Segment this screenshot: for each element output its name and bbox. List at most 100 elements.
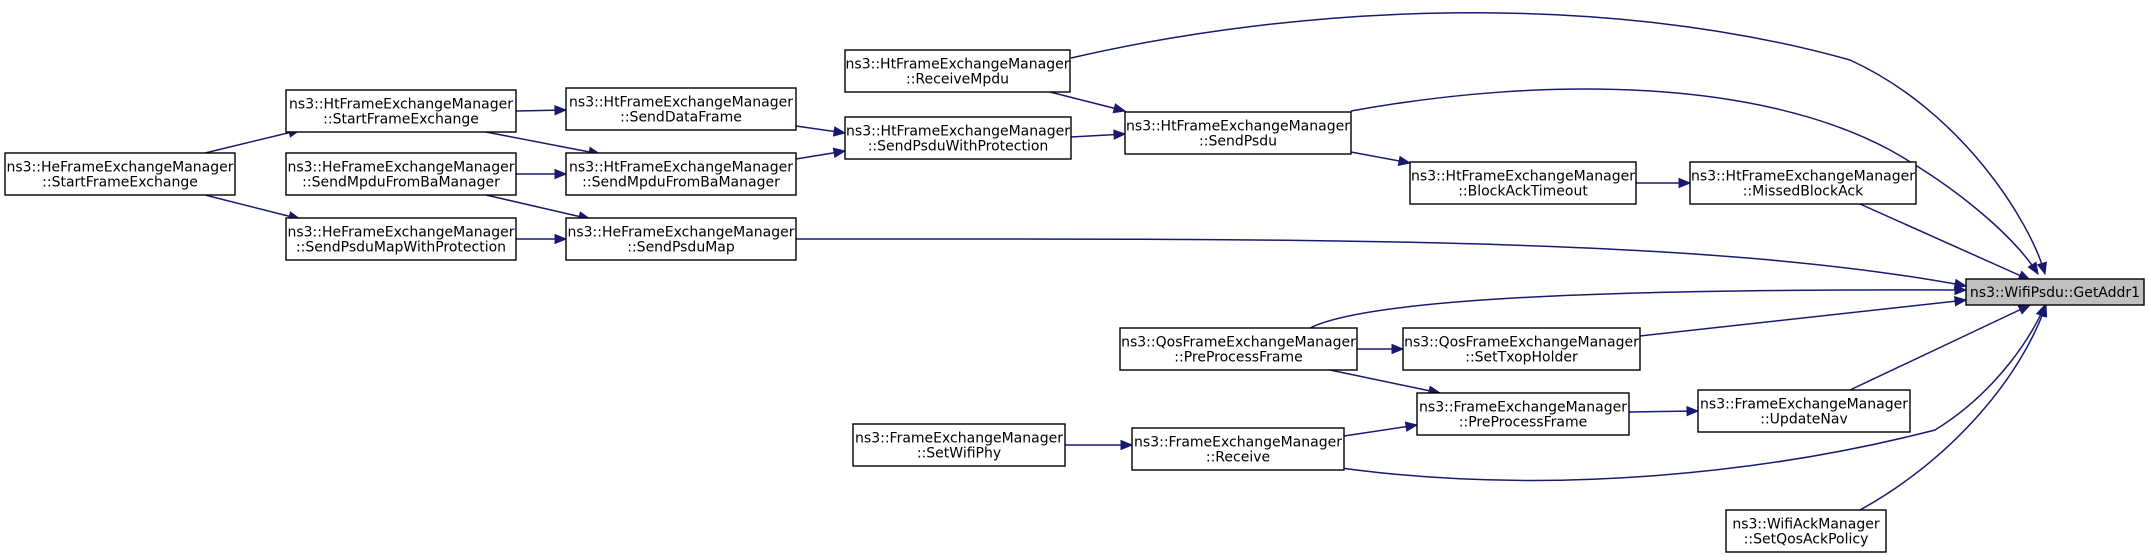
node-label-line: ns3::HtFrameExchangeManager (1691, 169, 1915, 185)
edge-ht_sendpsduprot-to-ht_sendpsdu (1070, 129, 1127, 140)
node-he-sendmpdu[interactable]: ns3::HeFrameExchangeManager::SendMpduFro… (285, 152, 517, 196)
node-qos-pre[interactable]: ns3::QosFrameExchangeManager::PreProcess… (1119, 327, 1358, 371)
edge-ht_blockack-to-ht_missed (1636, 177, 1692, 189)
node-label-line: ns3::WifiAckManager (1732, 517, 1879, 533)
node-label-line: ::SendPsduMapWithProtection (296, 240, 506, 256)
node-label-line: ns3::QosFrameExchangeManager (1121, 335, 1356, 351)
edge-ht_sendpsdu-to-root (1350, 88, 2039, 276)
node-ht-rx[interactable]: ns3::HtFrameExchangeManager::ReceiveMpdu (844, 49, 1071, 93)
node-label-line: ::SendMpduFromBaManager (582, 175, 780, 191)
node-box (852, 423, 1066, 467)
edge-line (1628, 410, 1699, 413)
node-label-line: ns3::HtFrameExchangeManager (569, 160, 793, 176)
edge-arrowhead (1120, 439, 1134, 451)
node-box (1689, 161, 1917, 205)
node-box (1119, 327, 1358, 371)
edge-arrowhead (1113, 129, 1127, 140)
node-ht-sendpsduprot[interactable]: ns3::HtFrameExchangeManager::SendPsduWit… (844, 116, 1072, 160)
edge-fem_nav-to-root (1849, 304, 2032, 391)
node-label-line: ns3::HtFrameExchangeManager (1411, 169, 1635, 185)
edge-ht_sendpsdu-to-ht_blockack (1350, 151, 1412, 167)
node-label-line: ns3::HtFrameExchangeManager (289, 97, 513, 113)
node-ht-missed[interactable]: ns3::HtFrameExchangeManager::MissedBlock… (1689, 161, 1917, 205)
node-box (565, 152, 797, 196)
node-ack-policy[interactable]: ns3::WifiAckManager::SetQosAckPolicy (1725, 509, 1887, 553)
node-box (1725, 509, 1887, 553)
node-label-line: ::SetQosAckPolicy (1744, 532, 1869, 548)
graph-edges (204, 12, 2048, 511)
edge-line (795, 238, 1967, 287)
node-label-line: ::BlockAckTimeout (1458, 184, 1588, 200)
node-fem-phy[interactable]: ns3::FrameExchangeManager::SetWifiPhy (852, 423, 1066, 467)
node-label-line: ns3::WifiPsdu::GetAddr1 (1970, 285, 2140, 301)
edge-qos_pre-to-root (1309, 284, 1968, 329)
node-he-sendmapprot[interactable]: ns3::HeFrameExchangeManager::SendPsduMap… (285, 217, 517, 261)
node-fem-rx[interactable]: ns3::FrameExchangeManager::Receive (1131, 427, 1345, 471)
edge-arrowhead (832, 126, 847, 137)
edge-line (1309, 289, 1967, 329)
node-ht-start[interactable]: ns3::HtFrameExchangeManager::StartFrameE… (285, 89, 517, 133)
edge-line (1859, 304, 2047, 511)
node-box (1409, 161, 1637, 205)
edge-arrowhead (554, 233, 568, 245)
node-box (565, 87, 797, 131)
node-label-line: ns3::FrameExchangeManager (1134, 435, 1342, 451)
node-box (285, 152, 517, 196)
edge-qos_txop-to-root (1639, 296, 1968, 337)
node-label-line: ns3::FrameExchangeManager (1419, 400, 1627, 416)
edge-arrowhead (1112, 103, 1127, 114)
node-label-line: ns3::HtFrameExchangeManager (569, 95, 793, 111)
edge-qos_pre-to-fem_pre (1329, 369, 1442, 396)
edge-line (1859, 203, 2031, 281)
edge-arrowhead (1404, 421, 1419, 432)
edge-qos_pre-to-qos_txop (1357, 343, 1405, 355)
edge-arrowhead (2036, 261, 2047, 276)
edge-line (1049, 91, 1126, 112)
node-label-line: ns3::HtFrameExchangeManager (846, 124, 1070, 140)
graph-nodes: ns3::WifiPsdu::GetAddr1 ns3::HtFrameExcha… (4, 49, 2145, 553)
edge-line (1343, 424, 1418, 437)
node-label-line: ::SendPsdu (1199, 134, 1277, 150)
edge-ack_policy-to-root (1859, 303, 2048, 511)
node-ht-blockack[interactable]: ns3::HtFrameExchangeManager::BlockAckTim… (1409, 161, 1637, 205)
node-box (285, 89, 517, 133)
node-fem-nav[interactable]: ns3::FrameExchangeManager::UpdateNav (1697, 389, 1911, 433)
edge-line (1070, 12, 2046, 275)
node-label-line: ns3::HtFrameExchangeManager (1126, 119, 1350, 135)
edge-arrowhead (1686, 405, 1700, 417)
node-box (1697, 389, 1911, 433)
edge-line (1849, 304, 2031, 391)
node-label-line: ns3::HeFrameExchangeManager (567, 225, 794, 241)
node-box (844, 49, 1071, 93)
edge-he_start-to-he_sendmapprot (204, 194, 302, 222)
node-label-line: ns3::HtFrameExchangeManager (846, 57, 1070, 73)
node-label-line: ::Receive (1206, 450, 1270, 466)
node-label-line: ::MissedBlockAck (1743, 184, 1864, 200)
node-he-sendmap[interactable]: ns3::HeFrameExchangeManager::SendPsduMap (565, 217, 797, 261)
node-label-line: ::PreProcessFrame (1174, 350, 1302, 366)
edge-line (204, 129, 301, 154)
node-he-start[interactable]: ns3::HeFrameExchangeManager::StartFrameE… (4, 152, 236, 196)
node-label-line: ::SendMpduFromBaManager (302, 175, 500, 191)
edge-arrowhead (2027, 261, 2039, 276)
node-label-line: ::ReceiveMpdu (906, 72, 1009, 88)
edge-line (485, 194, 591, 220)
node-ht-sendpsdu[interactable]: ns3::HtFrameExchangeManager::SendPsdu (1124, 111, 1352, 155)
node-label-line: ::SetTxopHolder (1465, 350, 1578, 366)
node-box (285, 217, 517, 261)
edge-arrowhead (1954, 284, 1968, 296)
node-root[interactable]: ns3::WifiPsdu::GetAddr1 (1965, 278, 2145, 306)
edge-ht_sendmpdu-to-ht_sendpsduprot (795, 147, 847, 160)
node-fem-pre[interactable]: ns3::FrameExchangeManager::PreProcessFra… (1416, 392, 1630, 436)
edge-ht_rx-to-ht_sendpsdu (1049, 91, 1127, 114)
node-label-line: ns3::HeFrameExchangeManager (287, 225, 514, 241)
node-label-line: ::UpdateNav (1760, 412, 1847, 428)
edge-arrowhead (832, 147, 847, 159)
edge-arrowhead (1397, 155, 1412, 167)
edge-ht_senddata-to-ht_sendpsduprot (795, 125, 847, 137)
node-ht-senddata[interactable]: ns3::HtFrameExchangeManager::SendDataFra… (565, 87, 797, 131)
node-qos-txop[interactable]: ns3::QosFrameExchangeManager::SetTxopHol… (1402, 327, 1641, 371)
node-box (1402, 327, 1641, 371)
node-ht-sendmpdu[interactable]: ns3::HtFrameExchangeManager::SendMpduFro… (565, 152, 797, 196)
